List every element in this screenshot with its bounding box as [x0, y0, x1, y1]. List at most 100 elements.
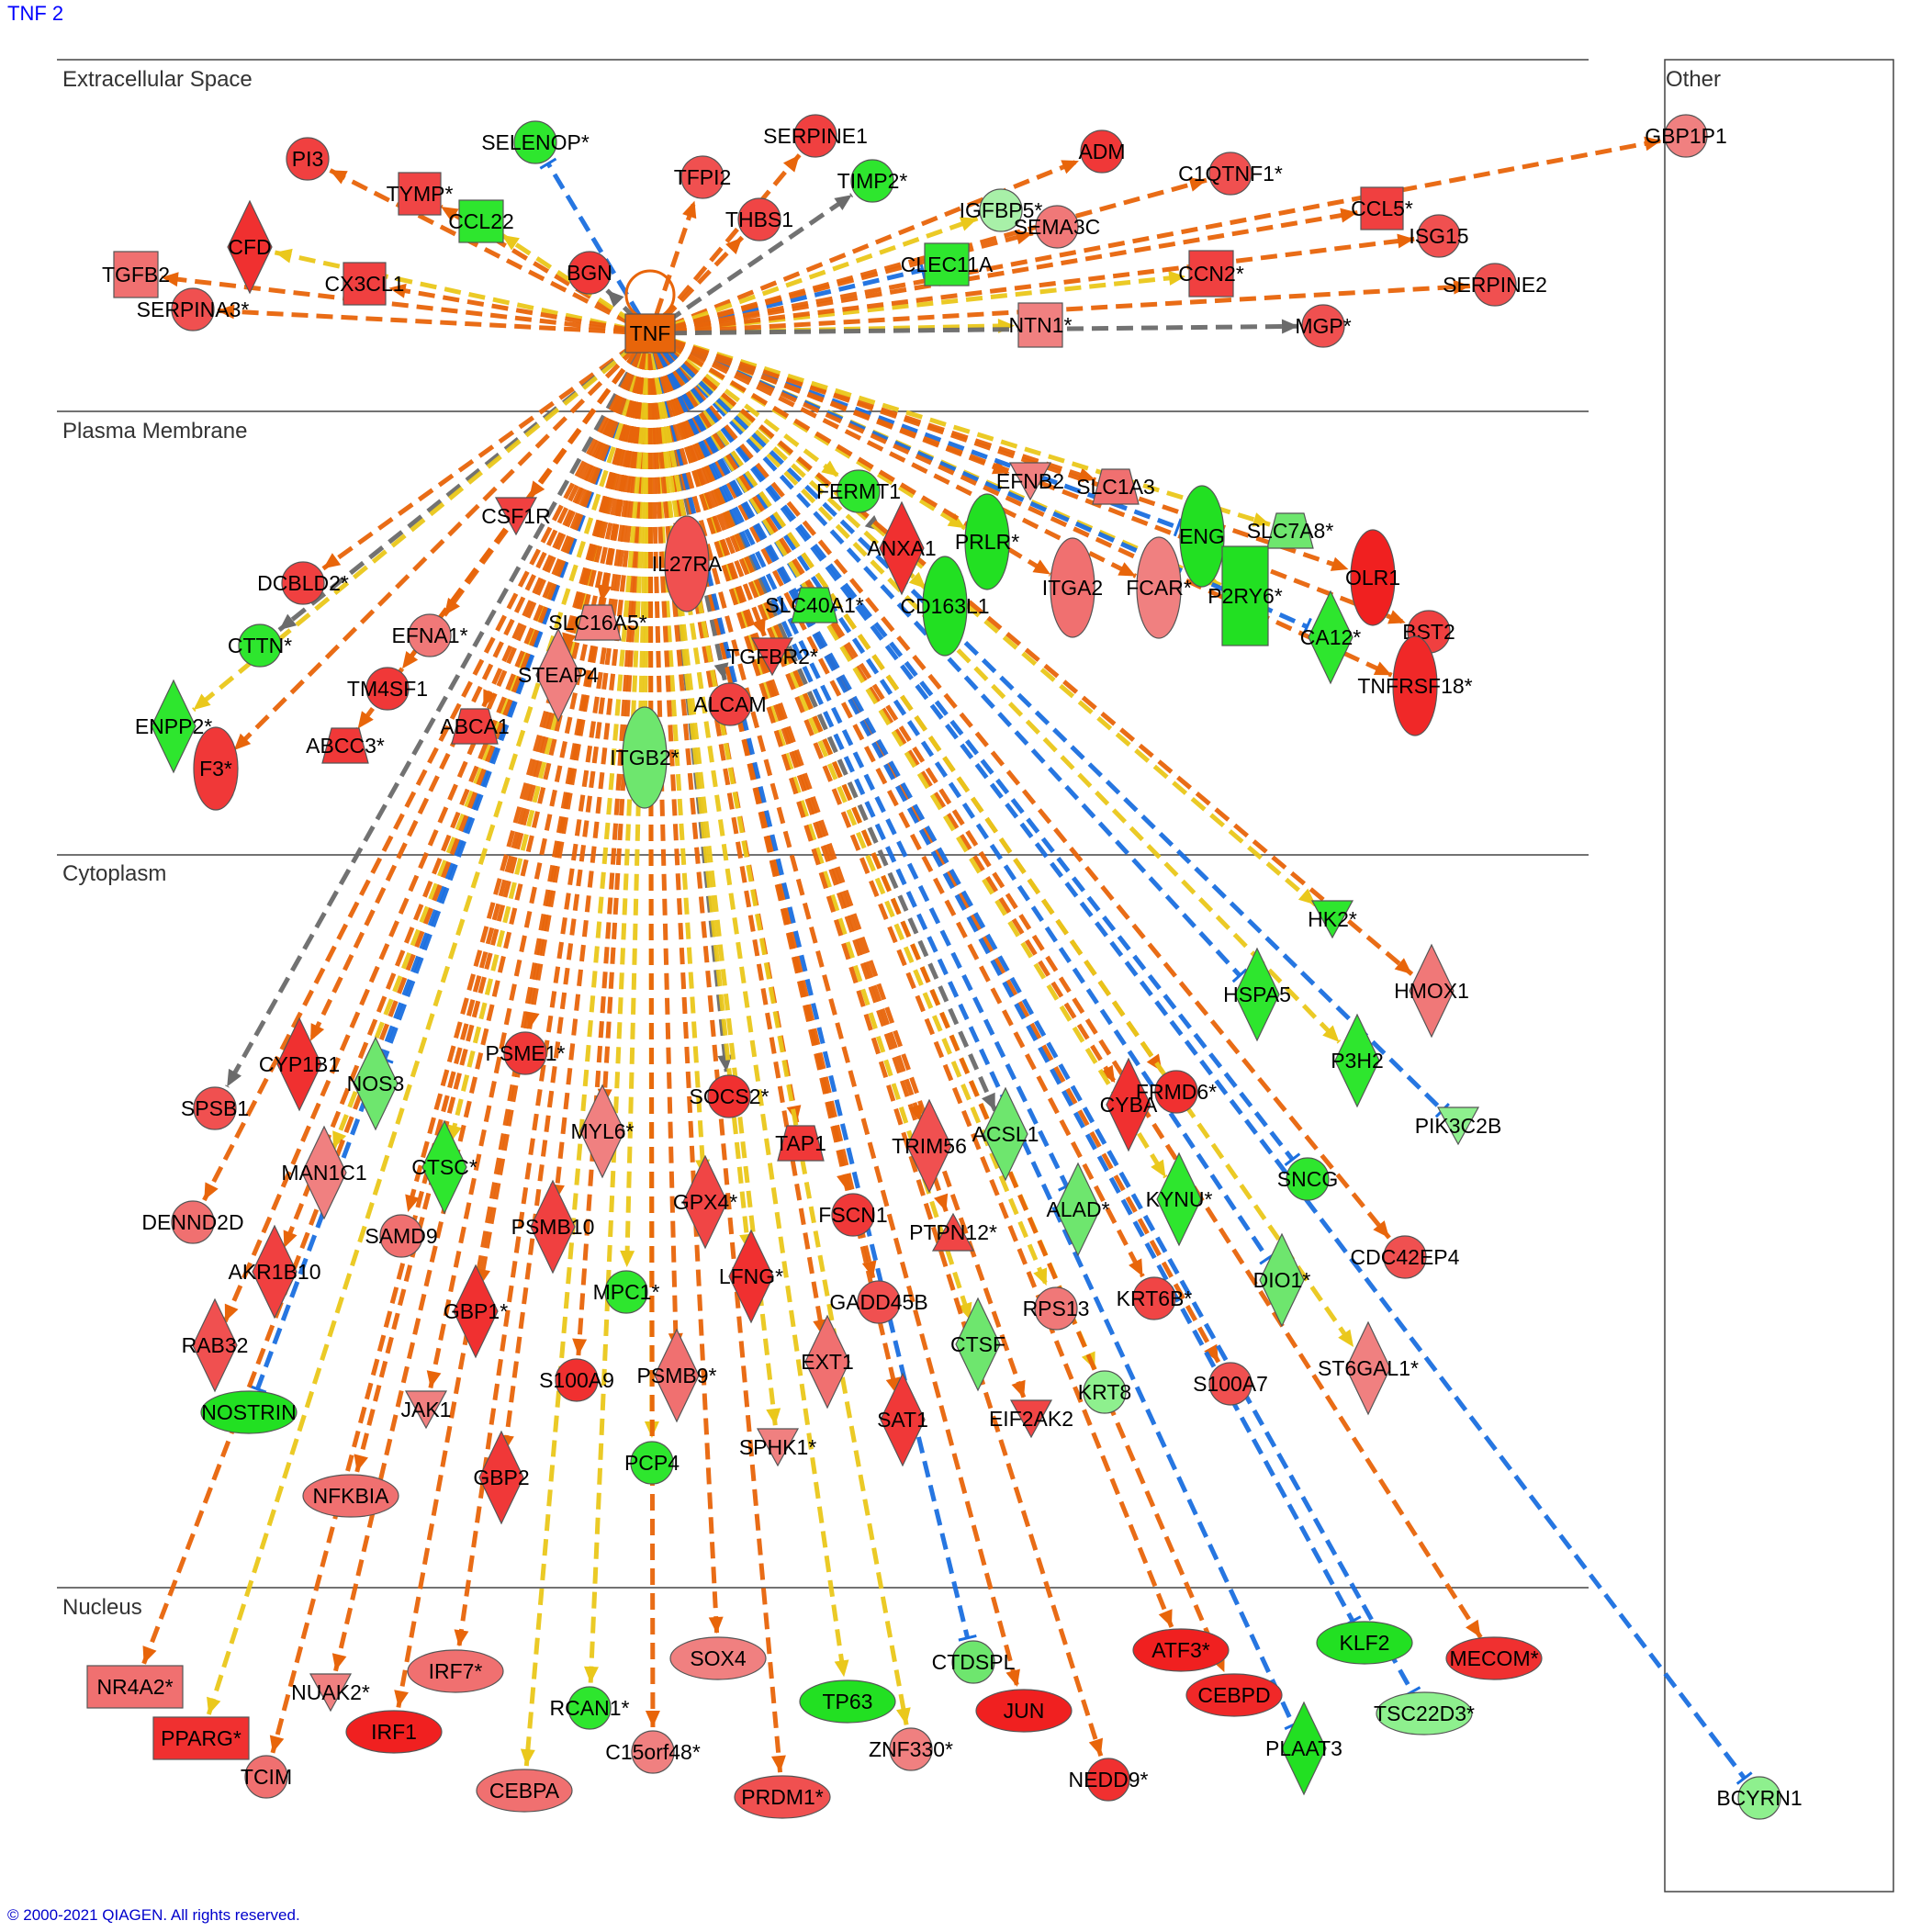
node-sox4[interactable]: SOX4: [669, 1636, 767, 1680]
node-slc40a1[interactable]: SLC40A1*: [765, 587, 864, 623]
node-itgb2[interactable]: ITGB2*: [610, 706, 680, 809]
node-rcan1[interactable]: RCAN1*: [550, 1686, 630, 1730]
node-tap1[interactable]: TAP1: [775, 1125, 826, 1162]
node-samd9[interactable]: SAMD9: [365, 1214, 438, 1258]
node-ctsc[interactable]: CTSC*: [411, 1119, 477, 1215]
node-cyba[interactable]: CYBA: [1100, 1057, 1158, 1152]
node-rps13[interactable]: RPS13: [1023, 1286, 1090, 1331]
node-klf2[interactable]: KLF2: [1316, 1621, 1413, 1665]
node-p3h2[interactable]: P3H2: [1331, 1013, 1384, 1108]
node-efna1[interactable]: EFNA1*: [391, 613, 468, 657]
node-adm[interactable]: ADM: [1078, 129, 1126, 174]
node-bcyrn1[interactable]: BCYRN1: [1716, 1776, 1803, 1820]
node-trim56[interactable]: TRIM56: [892, 1098, 967, 1194]
node-dennd2d[interactable]: DENND2D: [141, 1200, 244, 1244]
node-mgp[interactable]: MGP*: [1295, 304, 1352, 348]
node-psme1[interactable]: PSME1*: [486, 1031, 566, 1075]
node-tp63[interactable]: TP63: [799, 1679, 896, 1724]
node-gbp2[interactable]: GBP2: [473, 1430, 530, 1525]
node-eng[interactable]: ENG: [1179, 485, 1225, 588]
node-bst2[interactable]: BST2: [1402, 610, 1455, 654]
node-tcim[interactable]: TCIM: [241, 1755, 292, 1799]
node-nos3[interactable]: NOS3: [347, 1036, 405, 1131]
node-tm4sf1[interactable]: TM4SF1: [347, 667, 428, 711]
node-il27ra[interactable]: IL27RA: [652, 515, 723, 612]
node-s100a7[interactable]: S100A7: [1193, 1362, 1268, 1406]
node-serpine2[interactable]: SERPINE2: [1443, 263, 1547, 307]
node-gpx4[interactable]: GPX4*: [673, 1154, 737, 1250]
node-gbp1p1[interactable]: GBP1P1: [1645, 114, 1727, 158]
node-hk2[interactable]: HK2*: [1308, 900, 1357, 939]
node-prlr[interactable]: PRLR*: [955, 493, 1019, 590]
node-fcar[interactable]: FCAR*: [1126, 536, 1192, 639]
node-plaat3[interactable]: PLAAT3: [1265, 1701, 1342, 1796]
node-prdm1[interactable]: PRDM1*: [734, 1775, 831, 1819]
node-psmb10[interactable]: PSMB10: [511, 1179, 595, 1275]
node-timp2[interactable]: TIMP2*: [837, 159, 908, 203]
node-olr1[interactable]: OLR1: [1345, 529, 1400, 626]
node-pparg[interactable]: PPARG*: [152, 1716, 250, 1760]
node-jak1[interactable]: JAK1: [401, 1390, 452, 1430]
node-pik3c2b[interactable]: PIK3C2B: [1415, 1106, 1502, 1146]
node-anxa1[interactable]: ANXA1: [867, 500, 937, 596]
node-tgfbr2[interactable]: TGFBR2*: [726, 637, 818, 677]
node-alcam[interactable]: ALCAM: [693, 682, 767, 726]
node-slc16a5[interactable]: SLC16A5*: [548, 604, 647, 641]
node-pi3[interactable]: PI3: [286, 137, 330, 181]
node-cttn[interactable]: CTTN*: [228, 623, 292, 668]
node-nedd9[interactable]: NEDD9*: [1069, 1758, 1149, 1802]
node-isg15[interactable]: ISG15: [1409, 214, 1469, 258]
node-hspa5[interactable]: HSPA5: [1223, 947, 1291, 1042]
node-dcbld2[interactable]: DCBLD2*: [257, 561, 349, 605]
node-st6gal1[interactable]: ST6GAL1*: [1318, 1320, 1419, 1416]
node-c15orf48[interactable]: C15orf48*: [605, 1730, 701, 1774]
node-efnb2[interactable]: EFNB2: [996, 462, 1064, 501]
node-cx3cl1[interactable]: CX3CL1: [325, 262, 405, 306]
node-ntn1[interactable]: NTN1*: [1008, 302, 1073, 348]
node-spsb1[interactable]: SPSB1: [181, 1086, 249, 1130]
node-rab32[interactable]: RAB32: [182, 1297, 249, 1393]
node-s100a9[interactable]: S100A9: [539, 1358, 614, 1402]
node-tnf[interactable]: TNF: [624, 313, 676, 354]
node-ext1[interactable]: EXT1: [801, 1314, 854, 1410]
node-abca1[interactable]: ABCA1: [440, 708, 510, 745]
node-ptpn12[interactable]: PTPN12*: [909, 1212, 997, 1252]
node-hmox1[interactable]: HMOX1: [1394, 943, 1469, 1039]
node-steap4[interactable]: STEAP4: [518, 627, 599, 723]
node-irf1[interactable]: IRF1: [345, 1710, 443, 1754]
node-igfbp5[interactable]: IGFBP5*: [960, 188, 1043, 232]
node-tgfb2[interactable]: TGFB2: [102, 251, 170, 298]
node-nuak2[interactable]: NUAK2*: [291, 1673, 370, 1713]
node-acsl1[interactable]: ACSL1: [972, 1086, 1039, 1182]
node-c1qtnf1[interactable]: C1QTNF1*: [1178, 152, 1283, 196]
node-ccl5[interactable]: CCL5*: [1351, 186, 1413, 230]
node-ccn2[interactable]: CCN2*: [1178, 250, 1244, 298]
node-pcp4[interactable]: PCP4: [624, 1441, 680, 1485]
node-gadd45b[interactable]: GADD45B: [829, 1280, 928, 1324]
node-tfpi2[interactable]: TFPI2: [674, 155, 732, 199]
node-bgn[interactable]: BGN: [567, 251, 612, 295]
node-socs2[interactable]: SOCS2*: [690, 1074, 769, 1118]
node-sncg[interactable]: SNCG: [1277, 1157, 1338, 1201]
node-ctdspl[interactable]: CTDSPL: [932, 1640, 1016, 1684]
node-frmd6[interactable]: FRMD6*: [1136, 1070, 1217, 1114]
node-lfng[interactable]: LFNG*: [719, 1229, 783, 1324]
node-ctsf[interactable]: CTSF: [950, 1297, 1005, 1392]
node-man1c1[interactable]: MAN1C1: [281, 1125, 367, 1220]
node-myl6[interactable]: MYL6*: [570, 1084, 635, 1179]
node-krt6b[interactable]: KRT6B*: [1117, 1276, 1193, 1320]
node-clec11a[interactable]: CLEC11A: [901, 242, 994, 286]
node-enpp2[interactable]: ENPP2*: [135, 679, 212, 774]
node-sat1[interactable]: SAT1: [877, 1372, 928, 1467]
node-ca12[interactable]: CA12*: [1300, 590, 1362, 685]
node-nr4a2[interactable]: NR4A2*: [86, 1665, 184, 1709]
node-cyp1b1[interactable]: CYP1B1: [259, 1017, 340, 1112]
node-tsc22d3[interactable]: TSC22D3*: [1374, 1691, 1475, 1735]
node-csf1r[interactable]: CSF1R: [481, 497, 551, 536]
node-f3[interactable]: F3*: [193, 726, 239, 811]
node-serpina3[interactable]: SERPINA3*: [137, 287, 250, 331]
node-serpine1[interactable]: SERPINE1: [763, 114, 868, 158]
node-atf3[interactable]: ATF3*: [1132, 1628, 1230, 1672]
node-selenop[interactable]: SELENOP*: [481, 120, 590, 164]
node-p2ry6[interactable]: P2RY6*: [1208, 545, 1283, 646]
